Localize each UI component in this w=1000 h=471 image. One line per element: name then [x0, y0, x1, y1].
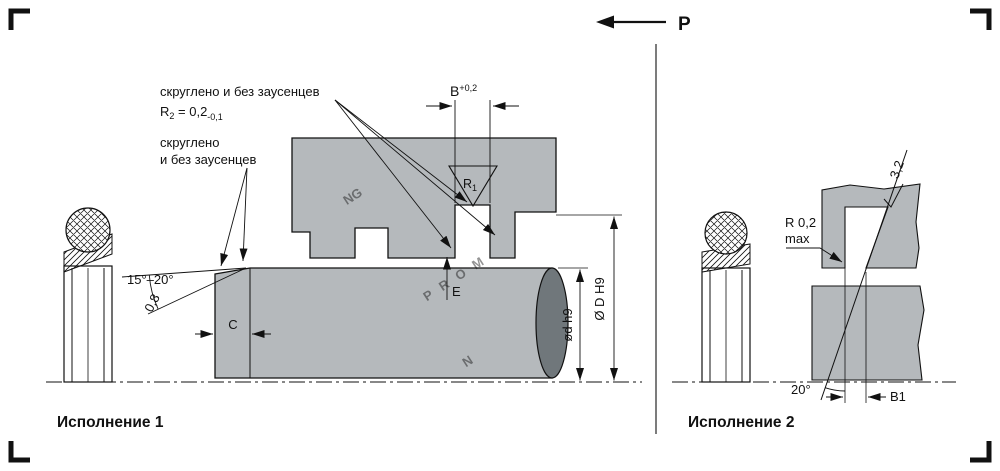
o-ring-hatch-v2 [705, 212, 747, 254]
b-dim-label: B+0,2 [450, 83, 477, 99]
view1-annotations [121, 99, 622, 381]
pressure-arrow-head-icon [596, 15, 614, 29]
note-rounded-line2: и без заусенцев [160, 152, 257, 167]
seal-stack-v2 [701, 211, 751, 383]
note1-leader [334, 99, 468, 203]
shaft-dia-label: ød h9 [560, 308, 575, 341]
r2-value: = 0,2 [174, 104, 207, 119]
radius-label-line2: max [785, 231, 810, 246]
roughness-label-08: 0,8 [141, 291, 163, 314]
chamfer-angle-arc [148, 275, 159, 310]
r1-groove-triangle [448, 165, 498, 208]
groove-wall-construction-line [820, 149, 908, 401]
r2-sub: 2 [169, 111, 174, 121]
note-rounded-line1: скруглено [160, 135, 219, 150]
r2-tolerance: -0,1 [207, 112, 223, 122]
r1-sub: 1 [472, 183, 477, 193]
view2-annotations [786, 149, 908, 403]
note1-leader [334, 99, 452, 249]
corner-mark-top-right [970, 8, 992, 30]
view2-title: Исполнение 2 [688, 414, 794, 431]
corner-mark-bottom-left [8, 441, 30, 463]
corner-mark-bottom-right [970, 441, 992, 463]
view1-title: Исполнение 1 [57, 414, 164, 431]
shaft-body [214, 267, 553, 379]
shaft-end-face [535, 267, 569, 379]
chamfer-angle-label: 15°–20° [127, 272, 174, 287]
note1-leader [334, 99, 496, 236]
note-r2-tolerance: R2 = 0,2-0,1 [160, 104, 223, 122]
note2-leader [220, 167, 248, 267]
r2-base: R [160, 104, 169, 119]
radius-label-line1: R 0,2 [785, 215, 816, 230]
roughness-label-32: 3,2 [887, 158, 907, 180]
chamfer-angle-line [121, 267, 247, 278]
shaft-body-v2 [811, 285, 925, 381]
groove-angle-arc [824, 387, 846, 392]
radius-leader [786, 247, 843, 263]
pressure-direction: P [596, 14, 691, 35]
roughness-check-symbol [883, 183, 904, 208]
chamfer-angle-line [147, 267, 247, 315]
view2-bodies [811, 183, 925, 381]
r1-label: R1 [463, 177, 477, 193]
r1-base: R [463, 177, 472, 191]
pressure-label: P [678, 14, 691, 35]
corner-mark-top-left [8, 8, 30, 30]
b-tolerance: +0,2 [459, 83, 477, 93]
note2-leader [239, 167, 248, 262]
b1-dim-label: B1 [890, 389, 906, 404]
housing-section-v2 [821, 183, 921, 269]
o-ring-hatch [66, 208, 110, 252]
c-dim-label: C [228, 317, 237, 332]
e-dim-label: E [452, 284, 461, 299]
groove-angle-label: 20° [791, 382, 811, 397]
b-base: B [450, 83, 459, 99]
bore-dia-label: Ø D H9 [592, 277, 607, 320]
note-rounded-burr-free: скруглено и без заусенцев [160, 84, 320, 99]
seal-stack-v1 [63, 207, 113, 383]
